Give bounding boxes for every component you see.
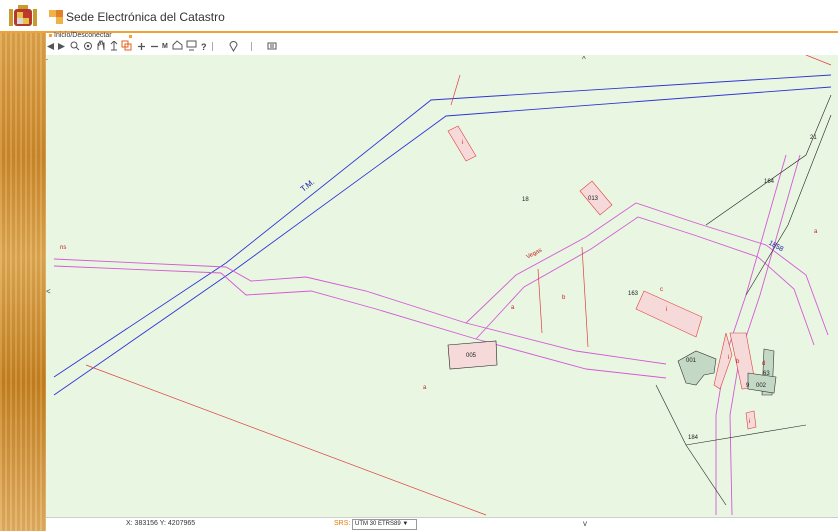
print-icon[interactable] [172, 40, 183, 51]
building[interactable] [635, 290, 703, 338]
parcel-line [537, 246, 589, 348]
edge-label: ns [60, 245, 67, 251]
building-green[interactable] [747, 372, 777, 394]
catastro-mark-icon [49, 10, 63, 24]
building[interactable] [713, 332, 733, 390]
subparcel-label: a [511, 305, 515, 311]
subparcel-label: b [562, 295, 566, 301]
bullet-icon [49, 33, 52, 37]
building[interactable] [447, 340, 498, 370]
subparcel-label: a [814, 229, 818, 235]
header-bar: Sede Electrónica del Catastro [0, 0, 838, 32]
zoom-in-icon[interactable] [137, 42, 146, 51]
road-edge [465, 202, 829, 336]
cadastral-map[interactable]: T.M. Vegas 1858 18 013 164 21 163 005 00… [46, 55, 838, 522]
building-green[interactable] [677, 350, 717, 386]
parcel-line [85, 364, 487, 516]
zoom-icon[interactable] [70, 41, 80, 51]
pan-icon[interactable] [96, 40, 106, 51]
parcel-label: 184 [688, 435, 699, 441]
subparcel-label: i [462, 140, 464, 146]
measure-m-icon[interactable]: M [162, 43, 168, 50]
parcel-label: 63 [763, 371, 770, 377]
map-toolbar: M ? [46, 40, 838, 55]
srs-label: SRS: [334, 520, 351, 527]
bullet-icon [129, 35, 132, 38]
separator-icon [251, 42, 252, 51]
parcel-label: 164 [764, 179, 775, 185]
pan-left-button[interactable]: < [46, 287, 51, 296]
side-banner-image [0, 33, 46, 531]
subparcel-label: a [423, 385, 427, 391]
layers-icon[interactable] [121, 40, 133, 52]
parcel-label: 013 [588, 196, 599, 202]
parcel-label: 005 [466, 353, 477, 359]
marker-icon[interactable] [229, 40, 238, 52]
app-title: Sede Electrónica del Catastro [66, 10, 225, 24]
road-edge [53, 265, 667, 379]
screen-icon[interactable] [186, 40, 197, 51]
parcel-line [805, 55, 832, 66]
measure-icon[interactable] [110, 41, 118, 51]
map-drawing[interactable] [46, 55, 838, 522]
municipal-boundary [53, 86, 832, 396]
zoom-out-icon[interactable] [150, 42, 159, 51]
subparcel-label: i [666, 307, 668, 313]
subparcel-label: b [736, 359, 740, 365]
corner-icon: ⌐ [46, 57, 49, 64]
tools-icon[interactable] [267, 41, 278, 51]
subparcel-label: i [728, 355, 730, 361]
separator-icon [212, 42, 213, 51]
breadcrumb-link[interactable]: Inicio/Desconectar [54, 32, 112, 39]
subparcel-label: i [749, 419, 751, 425]
zoom-window-icon[interactable] [83, 41, 93, 51]
arrow-left-icon[interactable] [46, 42, 55, 51]
parcel-line [450, 74, 461, 106]
municipal-boundary [53, 74, 832, 378]
building[interactable] [745, 410, 757, 430]
road-edge [53, 258, 667, 365]
parcel-label: 18 [522, 197, 529, 203]
parcel-label: 002 [756, 383, 767, 389]
parcel-label: 001 [686, 358, 697, 364]
parcel-label: 9 [746, 383, 750, 389]
parcel-boundary [655, 384, 807, 506]
building[interactable] [447, 125, 477, 162]
parcel-label: 163 [628, 291, 639, 297]
srs-select[interactable]: UTM 30 ETRS89 ▼ [352, 519, 417, 530]
parcel-label: 21 [810, 135, 817, 141]
pan-down-button[interactable]: v [583, 519, 587, 528]
pan-up-button[interactable]: ^ [582, 55, 586, 64]
subparcel-label: c [660, 287, 663, 293]
arrow-right-icon[interactable] [57, 42, 66, 51]
help-icon[interactable]: ? [201, 42, 207, 52]
status-bar: X: 383156 Y: 4207965 SRS: UTM 30 ETRS89 … [46, 517, 838, 532]
building[interactable] [579, 180, 613, 216]
header-accent-strip [0, 31, 838, 33]
parcel-boundary [705, 94, 832, 226]
coat-of-arms-logo [9, 5, 37, 26]
parcel-boundary [745, 114, 832, 296]
subparcel-label: d [762, 361, 766, 367]
road-edge [475, 216, 815, 346]
breadcrumb[interactable]: Inicio/Desconectar [49, 32, 112, 39]
coordinate-readout: X: 383156 Y: 4207965 [126, 520, 196, 527]
